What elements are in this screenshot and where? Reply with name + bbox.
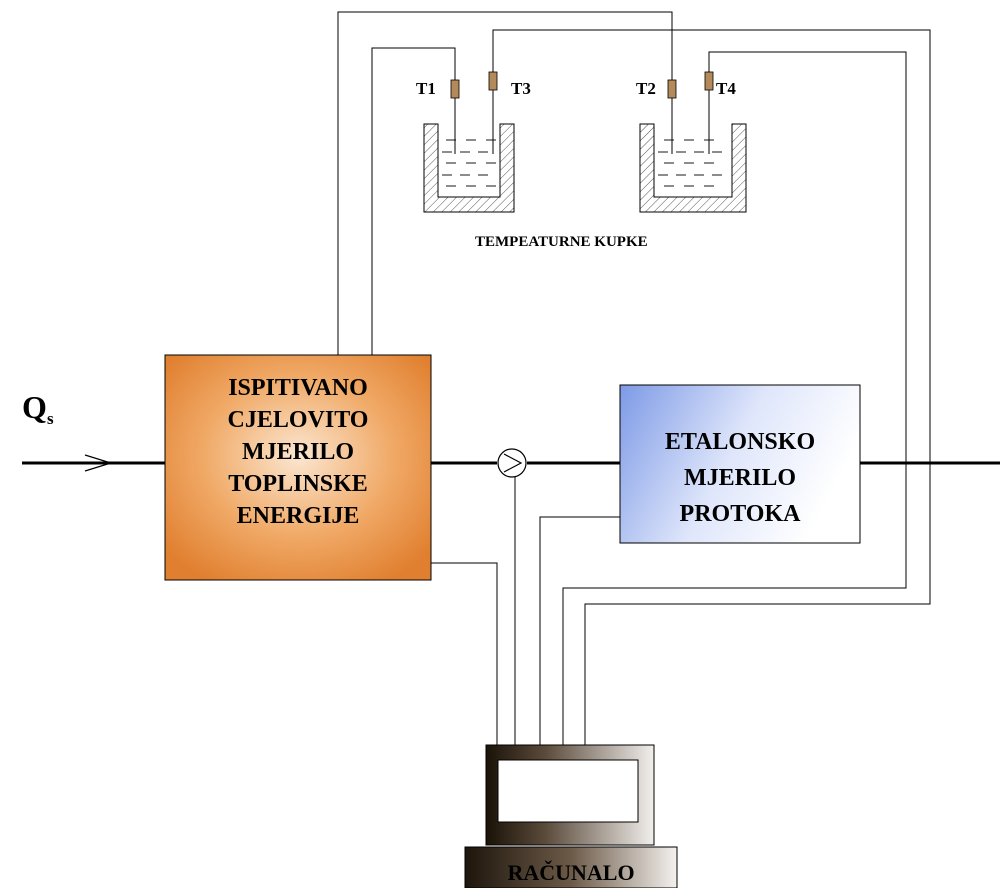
pump-icon (497, 448, 527, 478)
reference-meter-line: MJERILO (683, 465, 796, 491)
inlet-arrow-icon (84, 454, 114, 472)
cable-meter-to-computer (431, 562, 498, 745)
tested-meter-line: CJELOVITO (227, 407, 369, 433)
cable-t4-to-computer (562, 51, 907, 745)
sensor-t2-icon (667, 79, 677, 154)
temperature-bath-left (423, 123, 515, 213)
reference-meter-line: ETALONSKO (664, 429, 816, 455)
inlet-subscript: s (47, 409, 54, 428)
sensor-t4-label: T4 (716, 79, 736, 98)
sensor-t1-icon (450, 79, 460, 154)
tested-meter-line: TOPLINSKE (228, 471, 368, 497)
cable-t3-to-computer (492, 29, 931, 745)
reference-flow-meter-box (619, 384, 861, 544)
sensor-t2-label: T2 (636, 79, 656, 98)
cable-reference-to-computer (539, 516, 620, 745)
inlet-label: Q (22, 389, 47, 425)
tested-heat-meter-label: ISPITIVANO CJELOVITO MJERILO TOPLINSKE ENERG… (165, 372, 431, 532)
tested-meter-line: ISPITIVANO (228, 375, 368, 401)
sensor-t1-label: T1 (416, 79, 436, 98)
sensor-t4-icon (704, 71, 714, 154)
signal-wiring (337, 11, 931, 745)
tested-heat-meter-box (164, 354, 432, 581)
cable-meter-to-t2 (337, 11, 673, 355)
sensor-t3-label: T3 (511, 79, 531, 98)
reference-flow-meter-label: ETALONSKO MJERILO PROTOKA (620, 424, 860, 532)
temperature-baths-label: TEMPEATURNE KUPKE (475, 234, 648, 250)
computer-base (464, 846, 678, 888)
cable-meter-to-t1 (371, 47, 456, 355)
computer-icon (464, 744, 678, 888)
reference-meter-line: PROTOKA (679, 501, 801, 527)
tested-meter-line: ENERGIJE (236, 503, 360, 529)
computer-screen (497, 759, 639, 823)
computer-label: RAČUNALO (507, 860, 634, 885)
sensor-t3-icon (488, 71, 498, 154)
tested-meter-line: MJERILO (241, 439, 354, 465)
temperature-bath-right (639, 123, 747, 213)
